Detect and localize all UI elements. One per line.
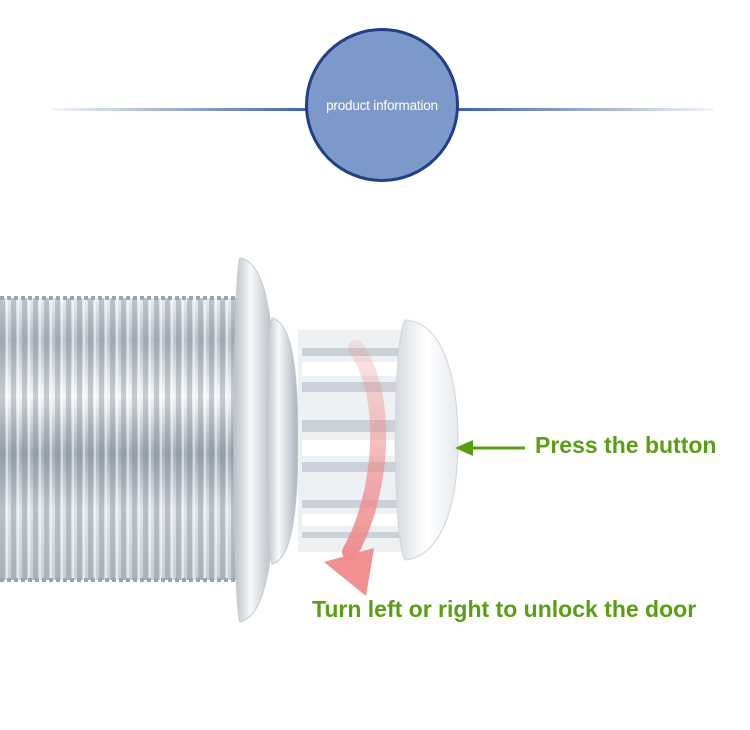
badge-label: product information — [326, 97, 438, 113]
press-button-caption: Press the button — [535, 432, 717, 458]
turn-to-unlock-caption: Turn left or right to unlock the door — [312, 596, 697, 622]
cylinder-lock-image — [0, 257, 459, 623]
press-arrow-icon — [455, 440, 525, 456]
product-information-badge: product information — [305, 28, 459, 182]
